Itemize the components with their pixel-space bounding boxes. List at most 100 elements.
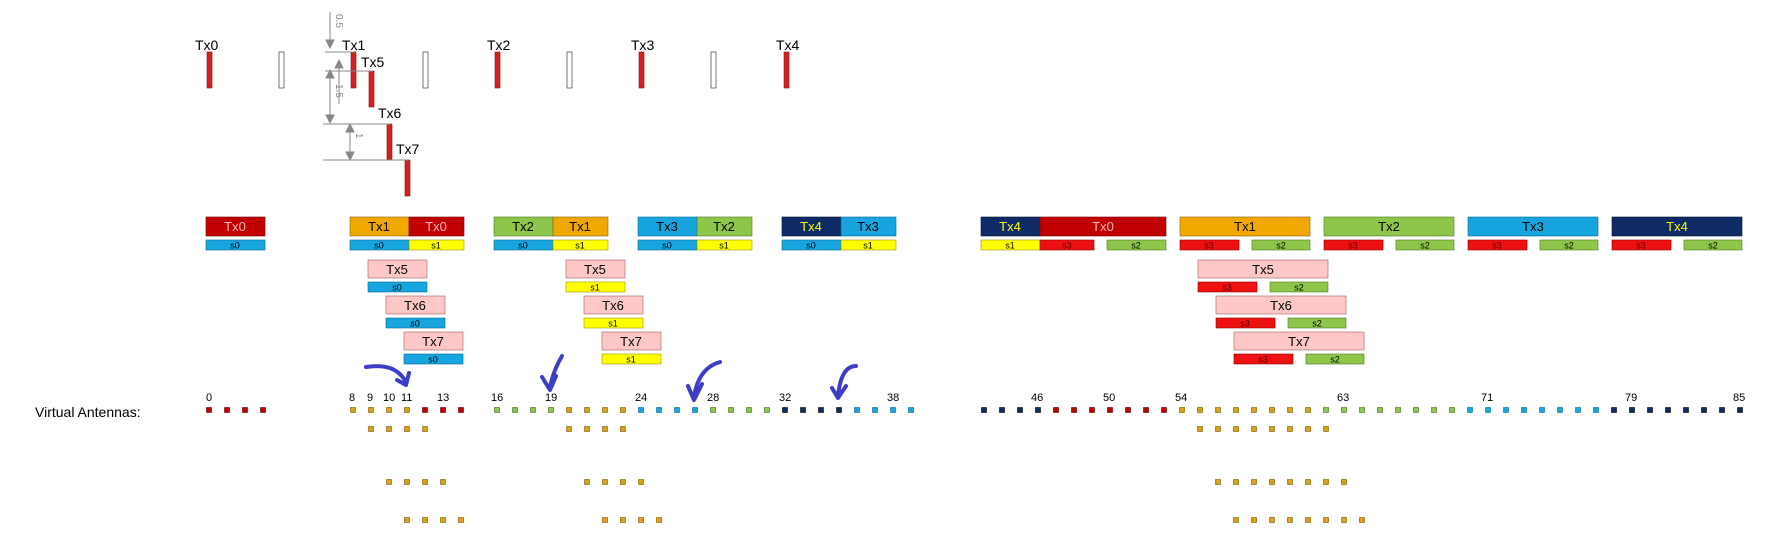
stream-s2: s2 [1330,355,1340,365]
block-tx0: Tx0 [425,219,447,234]
spacing-label-one-half: 1.5 [333,84,344,98]
virtual-antenna-dot [1197,407,1203,413]
virtual-antenna-dot [602,426,608,432]
antenna-index: 13 [437,392,449,404]
block-tx0: Tx0 [1092,219,1114,234]
antenna-index: 0 [206,392,212,404]
virtual-antenna-dot [1449,407,1455,413]
tx3-antenna [638,51,645,89]
virtual-antenna-dot [1683,407,1689,413]
virtual-antenna-dot [1341,517,1347,523]
block-group-3: Tx2 Tx1 s0 s1 [493,216,609,251]
virtual-antenna-dot [764,407,770,413]
virtual-antenna-dot [530,407,536,413]
stream-s0: s0 [662,241,672,251]
virtual-antenna-dot [1215,479,1221,485]
block-tx3: Tx3 [656,219,678,234]
stream-s2: s2 [1312,319,1322,329]
block-tx5: Tx5 [1252,262,1274,277]
virtual-antenna-dot [350,407,356,413]
virtual-antenna-dot [1269,426,1275,432]
virtual-antenna-dot [368,407,374,413]
block-tx6: Tx6 [404,298,426,313]
virtual-antenna-dot [404,407,410,413]
virtual-antenna-dot [548,407,554,413]
virtual-antenna-dot [584,426,590,432]
tx2-antenna [494,51,501,89]
right-block-tx3: Tx3 s3 s2 [1467,216,1599,251]
virtual-antenna-dot [999,407,1005,413]
virtual-antenna-dot [494,407,500,413]
empty-antenna [422,51,429,89]
virtual-antenna-dot [1251,517,1257,523]
virtual-antenna-dot [710,407,716,413]
antenna-index: 10 [383,392,395,404]
virtual-antenna-dot [1269,517,1275,523]
virtual-antenna-dot [386,426,392,432]
virtual-antenna-dot [1053,407,1059,413]
virtual-antenna-dot [1611,407,1617,413]
virtual-antenna-dot [1287,407,1293,413]
tx5-label: Tx5 [361,54,385,70]
block-group-2: Tx1 Tx0 s0 s1 [349,216,465,251]
annotation-arrow-2 [540,354,564,392]
virtual-antenna-dot [206,407,212,413]
stream-s1: s1 [608,319,618,329]
virtual-antenna-dot [458,517,464,523]
virtual-antenna-dot [656,407,662,413]
virtual-antenna-dot [872,407,878,413]
annotation-arrow-4 [830,364,858,400]
stream-s3: s3 [1492,241,1502,251]
tx7-label: Tx7 [396,141,420,157]
block-tx1: Tx1 [368,219,390,234]
virtual-antenna-dot [1557,407,1563,413]
virtual-antenna-dot [458,407,464,413]
virtual-antenna-dot [422,407,428,413]
block-tx2: Tx2 [1378,219,1400,234]
stream-s2: s2 [1276,241,1286,251]
virtual-antenna-dot [404,479,410,485]
virtual-antenna-dot [584,407,590,413]
virtual-antenna-dot [1161,407,1167,413]
stream-s3: s3 [1258,355,1268,365]
virtual-antenna-dot [1395,407,1401,413]
antenna-index: 71 [1481,392,1493,404]
stream-s2: s2 [1708,241,1718,251]
stream-s3: s3 [1348,241,1358,251]
virtual-antenna-dot [981,407,987,413]
virtual-antenna-dot [224,407,230,413]
block-tx0: Tx0 [224,219,246,234]
virtual-antenna-dot [1305,479,1311,485]
virtual-antenna-dot [1233,517,1239,523]
block-group-4: Tx3 Tx2 s0 s1 [637,216,753,251]
virtual-antenna-dot [728,407,734,413]
stream-s3: s3 [1222,283,1232,293]
stream-s1: s1 [863,241,873,251]
virtual-antenna-dot [1251,407,1257,413]
virtual-antenna-dot [1521,407,1527,413]
block-group-1: Tx0 s0 [205,216,266,251]
block-tx4: Tx4 [999,219,1021,234]
virtual-antenna-dot [1197,426,1203,432]
antenna-index: 85 [1733,392,1745,404]
block-group-5: Tx4 Tx3 s0 s1 [781,216,897,251]
block-tx1: Tx1 [1234,219,1256,234]
virtual-antenna-dot [584,479,590,485]
virtual-antenna-dot [890,407,896,413]
stream-s3: s3 [1240,319,1250,329]
sub-stack-mid: Tx5 s1 Tx6 s1 Tx7 s1 [565,259,662,365]
virtual-antenna-dot [422,426,428,432]
virtual-antenna-dot [1017,407,1023,413]
stream-s1: s1 [575,241,585,251]
stream-s2: s2 [1420,241,1430,251]
antenna-index: 19 [545,392,557,404]
block-tx3: Tx3 [1522,219,1544,234]
block-tx7: Tx7 [620,334,642,349]
block-tx4: Tx4 [800,219,822,234]
block-tx1: Tx1 [569,219,591,234]
virtual-antenna-dot [1377,407,1383,413]
virtual-antenna-dot [638,407,644,413]
empty-antenna [710,51,717,89]
stream-s1: s1 [590,283,600,293]
